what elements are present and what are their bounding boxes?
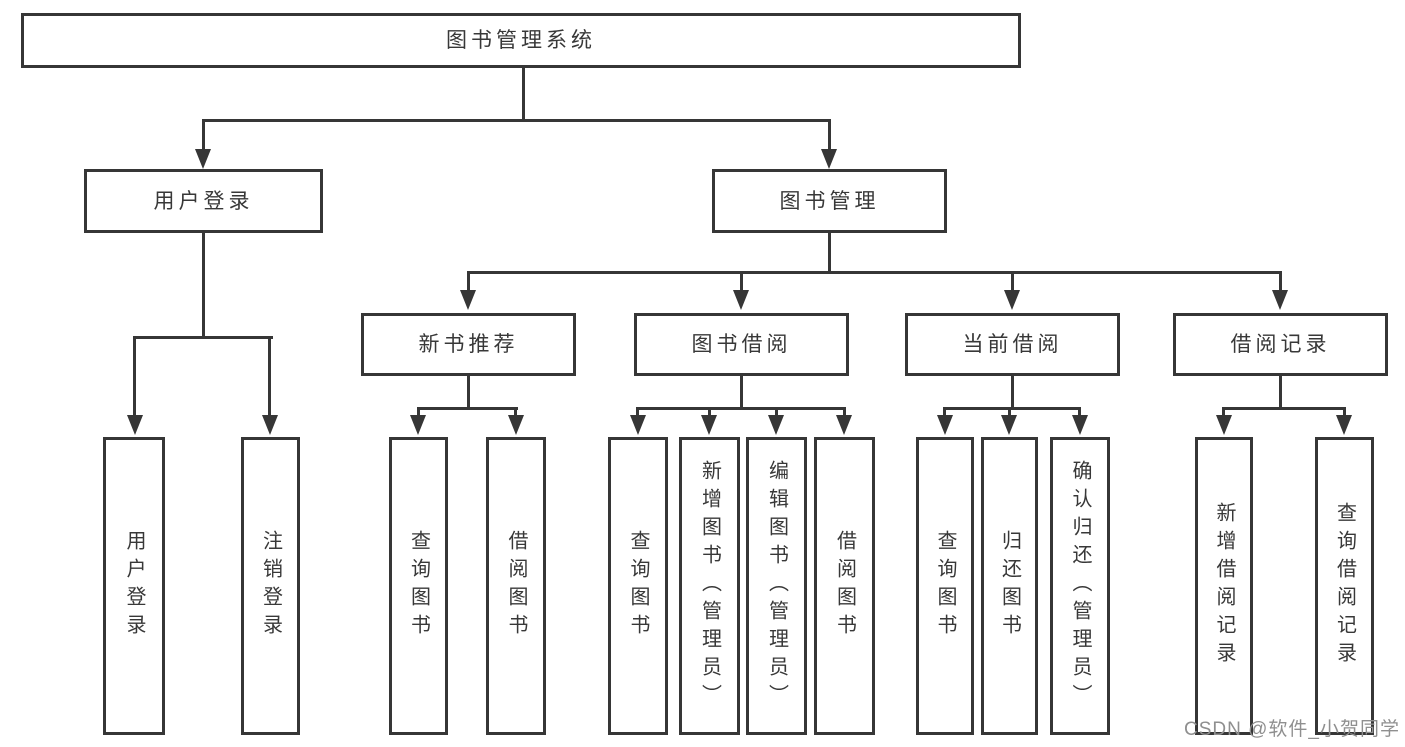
node-current-borrow: 当前借阅 [905, 313, 1120, 376]
edge-borrow-stem-4 [843, 407, 846, 417]
arrow-down-icon [195, 149, 211, 169]
edge-borrow-stem-1 [636, 407, 639, 417]
arrow-down-icon [1336, 415, 1352, 435]
node-root-label: 图书管理系统 [446, 29, 596, 52]
leaf-query-books-borrow: 查询图书 [608, 437, 668, 735]
node-book-borrow: 图书借阅 [634, 313, 849, 376]
leaf-return-book-label: 归还图书 [998, 530, 1021, 642]
arrow-down-icon [127, 415, 143, 435]
arrow-down-icon [733, 290, 749, 310]
node-new-book-recommend: 新书推荐 [361, 313, 576, 376]
edge-current-bar [943, 407, 1081, 410]
arrow-down-icon [410, 415, 426, 435]
arrow-down-icon [937, 415, 953, 435]
leaf-confirm-return-admin-label: 确认归还（管理员） [1069, 460, 1091, 712]
edge-userlogin-trunk [202, 233, 205, 337]
edge-bookmgmt-stem-3 [1011, 271, 1014, 290]
leaf-query-books-current: 查询图书 [916, 437, 974, 735]
arrow-down-icon [768, 415, 784, 435]
edge-root-bar [202, 119, 831, 122]
edge-recommend-stem-2 [514, 407, 517, 417]
leaf-user-login: 用户登录 [103, 437, 165, 735]
leaf-add-borrow-record-label: 新增借阅记录 [1213, 502, 1235, 670]
node-book-management: 图书管理 [712, 169, 947, 233]
edge-borrow-bar [636, 407, 846, 410]
leaf-borrow-books: 借阅图书 [814, 437, 875, 735]
leaf-user-login-label: 用户登录 [123, 530, 145, 642]
leaf-return-book: 归还图书 [981, 437, 1038, 735]
edge-borrow-trunk [740, 376, 743, 409]
edge-recommend-stem-1 [417, 407, 420, 417]
leaf-query-books-borrow-label: 查询图书 [627, 530, 649, 642]
leaf-query-borrow-record: 查询借阅记录 [1315, 437, 1374, 735]
leaf-borrow-books-recommend: 借阅图书 [486, 437, 546, 735]
arrow-down-icon [262, 415, 278, 435]
edge-bookmgmt-stem-2 [740, 271, 743, 290]
edge-recommend-trunk [467, 376, 470, 409]
csdn-watermark: CSDN @软件_小贺同学 [1184, 719, 1400, 740]
edge-userlogin-stem-1 [133, 336, 136, 417]
edge-userlogin-bar [133, 336, 273, 339]
leaf-logout-label: 注销登录 [259, 530, 282, 642]
edge-borrow-stem-3 [775, 407, 778, 417]
edge-records-trunk [1279, 376, 1282, 409]
leaf-query-borrow-record-label: 查询借阅记录 [1333, 502, 1356, 670]
arrow-down-icon [1001, 415, 1017, 435]
node-user-login: 用户登录 [84, 169, 323, 233]
leaf-edit-book-admin-label: 编辑图书（管理员） [765, 460, 788, 712]
leaf-add-borrow-record: 新增借阅记录 [1195, 437, 1253, 735]
edge-recommend-bar [417, 407, 518, 410]
arrow-down-icon [1004, 290, 1020, 310]
edge-bookmgmt-bar [467, 271, 1282, 274]
arrow-down-icon [836, 415, 852, 435]
edge-current-trunk [1011, 376, 1014, 409]
leaf-query-books-current-label: 查询图书 [934, 530, 956, 642]
arrow-down-icon [508, 415, 524, 435]
arrow-down-icon [460, 290, 476, 310]
edge-bookmgmt-stem-1 [467, 271, 470, 290]
edge-root-trunk [522, 68, 525, 120]
node-current-borrow-label: 当前借阅 [962, 333, 1063, 356]
leaf-query-books-recommend: 查询图书 [389, 437, 448, 735]
edge-current-stem-2 [1008, 407, 1011, 417]
leaf-query-books-recommend-label: 查询图书 [407, 530, 430, 642]
node-new-book-recommend-label: 新书推荐 [418, 333, 519, 356]
node-book-management-label: 图书管理 [779, 189, 880, 213]
leaf-logout: 注销登录 [241, 437, 300, 735]
leaf-borrow-books-label: 借阅图书 [833, 530, 856, 642]
edge-userlogin-stem-2 [268, 336, 271, 417]
arrow-down-icon [701, 415, 717, 435]
edge-borrow-stem-2 [708, 407, 711, 417]
node-borrow-records-label: 借阅记录 [1230, 333, 1331, 356]
edge-records-bar [1222, 407, 1345, 410]
edge-current-stem-1 [943, 407, 946, 417]
leaf-edit-book-admin: 编辑图书（管理员） [746, 437, 807, 735]
arrow-down-icon [821, 149, 837, 169]
node-borrow-records: 借阅记录 [1173, 313, 1388, 376]
node-book-borrow-label: 图书借阅 [691, 333, 792, 356]
edge-bookmgmt-trunk [828, 233, 831, 273]
edge-root-drop-right [828, 119, 831, 153]
edge-root-drop-left [202, 119, 205, 153]
leaf-add-book-admin-label: 新增图书（管理员） [698, 460, 721, 712]
arrow-down-icon [1272, 290, 1288, 310]
edge-bookmgmt-stem-4 [1279, 271, 1282, 290]
leaf-confirm-return-admin: 确认归还（管理员） [1050, 437, 1110, 735]
edge-records-stem-2 [1343, 407, 1346, 417]
arrow-down-icon [1072, 415, 1088, 435]
edge-records-stem-1 [1222, 407, 1225, 417]
leaf-borrow-books-recommend-label: 借阅图书 [505, 530, 527, 642]
node-root: 图书管理系统 [21, 13, 1021, 68]
node-user-login-label: 用户登录 [153, 189, 254, 213]
arrow-down-icon [630, 415, 646, 435]
arrow-down-icon [1216, 415, 1232, 435]
leaf-add-book-admin: 新增图书（管理员） [679, 437, 740, 735]
edge-current-stem-3 [1078, 407, 1081, 417]
